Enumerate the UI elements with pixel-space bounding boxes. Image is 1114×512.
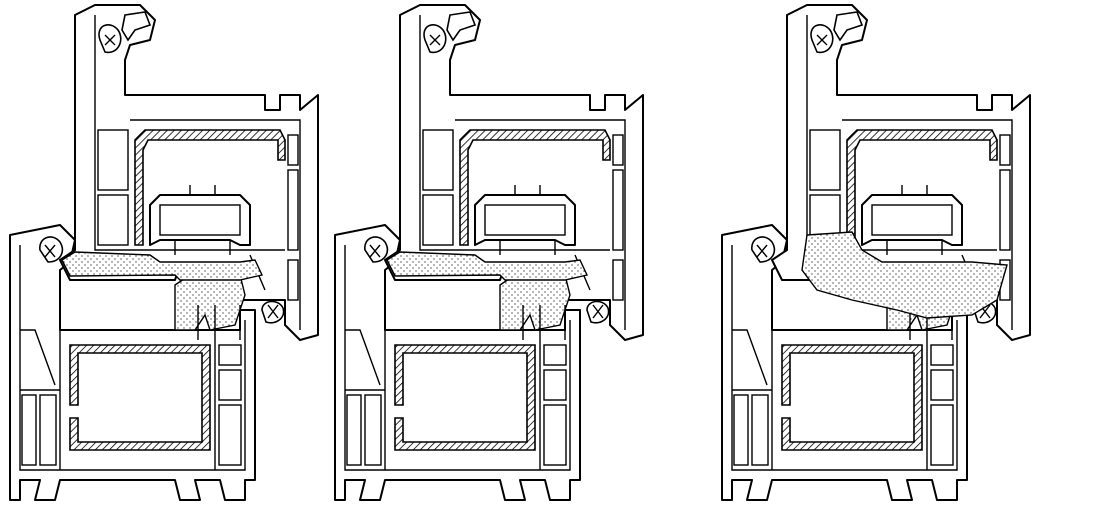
profile-2 bbox=[334, 4, 644, 501]
profile-1 bbox=[9, 4, 319, 501]
profile-3 bbox=[721, 4, 1031, 501]
